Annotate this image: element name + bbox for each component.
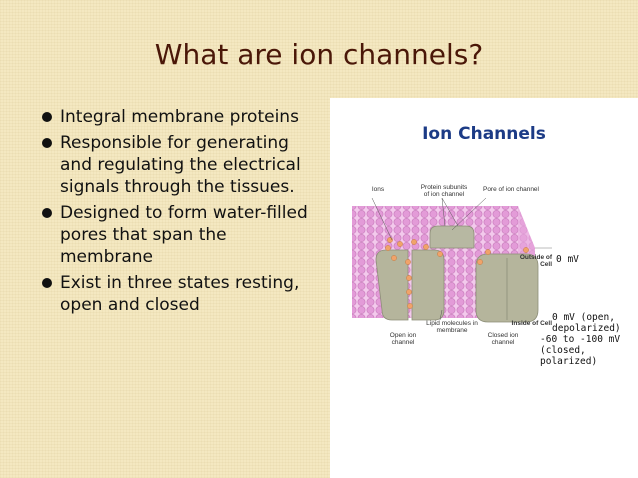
bullet-icon: [42, 278, 52, 288]
label-outside: Outside of Cell: [519, 254, 552, 268]
bullet-text: Integral membrane proteins: [60, 107, 299, 127]
bullet-icon: [42, 138, 52, 148]
label-pore: Pore of ion channel: [482, 186, 539, 193]
label-lipid: Lipid molecules in membrane: [426, 320, 478, 334]
voltage-inside-closed: -60 to -100 mV (closed, polarized): [540, 334, 621, 367]
bullet-list: Integral membrane proteins Responsible f…: [42, 106, 322, 320]
ion-channel-figure: Ion Channels: [330, 98, 638, 478]
protein-channel-top: [429, 225, 475, 249]
figure-title: Ion Channels: [422, 124, 546, 144]
open-channel: [375, 249, 445, 321]
bullet-icon: [42, 208, 52, 218]
bullet-item: Exist in three states resting, open and …: [42, 272, 322, 316]
leader-lines: [371, 197, 487, 321]
bullet-item: Designed to form water-filled pores that…: [42, 202, 322, 268]
slide-title: What are ion channels?: [154, 38, 484, 71]
label-protein-subunits: Protein subunits of ion channel: [420, 184, 468, 198]
membrane-illustration: [352, 197, 552, 323]
ions: [385, 237, 529, 309]
bullet-text: Responsible for generating and regulatin…: [60, 133, 301, 197]
voltage-inside-open: 0 mV (open, depolarized): [552, 312, 621, 334]
bullet-text: Exist in three states resting, open and …: [60, 273, 300, 315]
bullet-text: Designed to form water-filled pores that…: [60, 203, 308, 267]
bullet-item: Responsible for generating and regulatin…: [42, 132, 322, 198]
label-closed-channel: Closed ion channel: [487, 332, 519, 346]
bullet-icon: [42, 112, 52, 122]
label-ions: Ions: [371, 186, 385, 193]
label-inside: Inside of Cell: [511, 320, 552, 327]
voltage-outside: 0 mV: [556, 254, 579, 265]
label-open-channel: Open ion channel: [389, 332, 417, 346]
bullet-item: Integral membrane proteins: [42, 106, 322, 128]
